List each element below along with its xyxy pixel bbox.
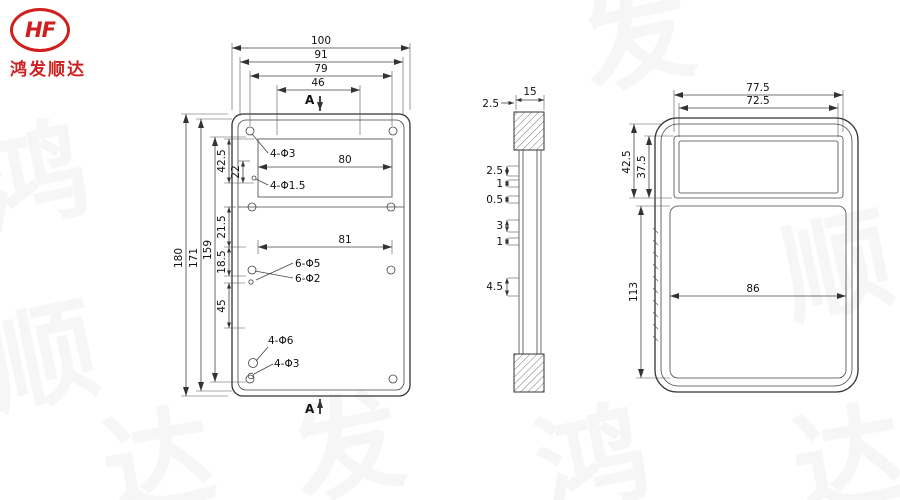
dim-15: 15 <box>523 86 536 98</box>
dim-22: 22 <box>230 165 242 178</box>
back-view-outline <box>652 117 859 393</box>
watermark-char: 达 <box>783 388 900 500</box>
dim-159: 159 <box>202 240 214 260</box>
dim-100: 100 <box>311 35 331 47</box>
dim-1b: 1 <box>496 236 503 248</box>
dim-0-5: 0.5 <box>486 194 503 206</box>
front-view-dimension-lines <box>183 45 410 396</box>
dim-180: 180 <box>173 248 185 268</box>
dim-80: 80 <box>338 154 351 166</box>
front-view-dimension-text: 100 91 79 46 180 171 159 42.5 22 21.5 18… <box>173 35 352 370</box>
dim-4-5: 4.5 <box>486 281 503 293</box>
hole-label-4-d3-bottom: 4-Φ3 <box>274 358 299 370</box>
watermark-char: 顺 <box>770 194 900 342</box>
watermark-char: 鸿 <box>0 104 99 252</box>
company-logo: HF 鸿发顺达 <box>10 8 86 80</box>
front-view-holes <box>245 126 398 384</box>
dim-46: 46 <box>311 77 325 89</box>
dim-81: 81 <box>338 234 351 246</box>
hole-label-4-d6: 4-Φ6 <box>268 335 294 347</box>
side-view-outline <box>508 111 545 393</box>
dim-2-5-top: 2.5 <box>482 98 499 110</box>
back-view: 77.5 72.5 42.5 37.5 113 86 <box>621 82 859 393</box>
dim-37-5: 37.5 <box>636 155 648 178</box>
dim-113: 113 <box>628 282 640 302</box>
front-view-section-marks: A A <box>305 93 323 416</box>
dim-171: 171 <box>188 248 200 268</box>
section-label-a-bottom: A <box>305 402 315 416</box>
side-view-dimension-lines <box>501 95 545 296</box>
hole-label-6-d2: 6-Φ2 <box>295 273 320 285</box>
hole-label-6-d5: 6-Φ5 <box>295 258 320 270</box>
dim-86: 86 <box>746 283 760 295</box>
front-view-outline <box>231 113 411 397</box>
watermark-char: 鸿 <box>525 387 659 500</box>
dim-72-5: 72.5 <box>746 95 769 107</box>
back-view-dimension-text: 77.5 72.5 42.5 37.5 113 86 <box>621 82 770 302</box>
hole-label-4-d3-top: 4-Φ3 <box>270 148 295 160</box>
dim-18-5: 18.5 <box>216 250 228 273</box>
dim-3: 3 <box>496 220 503 232</box>
hole-label-4-d1-5: 4-Φ1.5 <box>270 180 305 192</box>
section-label-a-top: A <box>305 93 315 107</box>
logo-hf-icon: HF <box>10 8 70 52</box>
side-view: 15 2.5 2.5 1 0.5 3 1 4.5 <box>482 86 545 393</box>
watermark-char: 发 <box>280 374 414 500</box>
company-name: 鸿发顺达 <box>10 60 86 80</box>
dim-42-5-back: 42.5 <box>621 150 633 173</box>
dim-21-5: 21.5 <box>216 215 228 238</box>
dim-79: 79 <box>314 63 327 75</box>
dim-1a: 1 <box>496 178 503 190</box>
watermark-char: 达 <box>93 390 224 500</box>
back-view-dimension-lines <box>631 92 846 378</box>
dim-91: 91 <box>314 49 327 61</box>
logo-text: HF <box>25 18 56 42</box>
dim-45: 45 <box>216 299 228 312</box>
dim-42-5: 42.5 <box>216 149 228 172</box>
front-view-leader-lines <box>251 133 294 375</box>
side-view-dimension-text: 15 2.5 2.5 1 0.5 3 1 4.5 <box>482 86 536 293</box>
dim-2-5: 2.5 <box>486 165 503 177</box>
dim-77-5: 77.5 <box>746 82 769 94</box>
front-view: A A 100 91 79 46 180 171 159 42.5 22 21.… <box>173 35 411 416</box>
